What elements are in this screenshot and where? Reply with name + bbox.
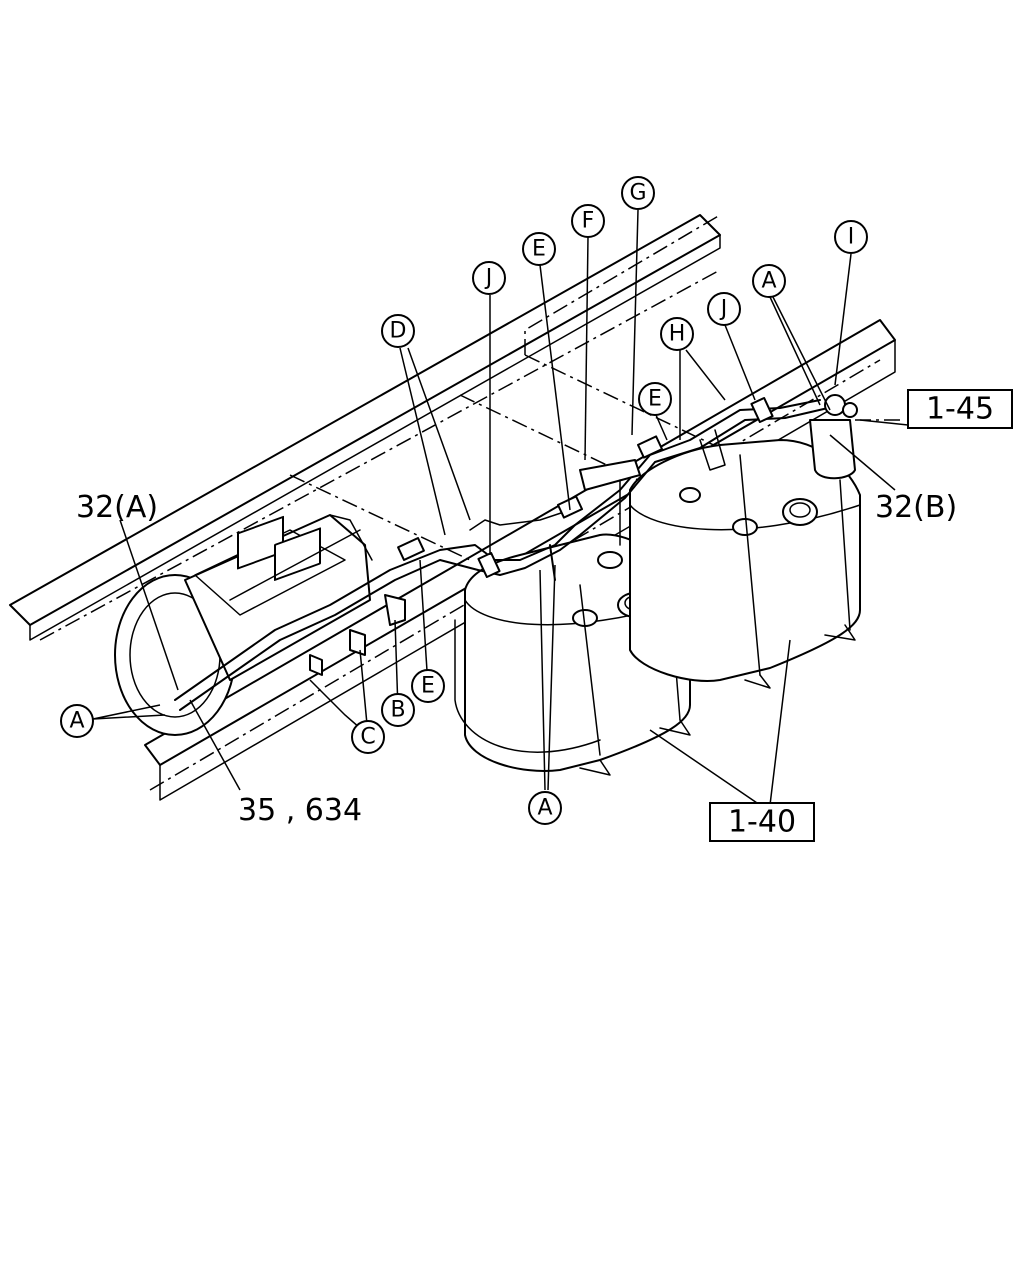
box-1-45: 1-45 (907, 389, 1013, 429)
callout-e-mid: E (522, 232, 556, 266)
exhaust-muffler (809, 419, 905, 480)
callout-a-top-right-label: A (761, 269, 776, 294)
callout-f-label: F (582, 209, 595, 234)
callout-b-label: B (390, 698, 405, 723)
callout-g: G (621, 176, 655, 210)
callout-i: I (834, 220, 868, 254)
box-1-40: 1-40 (709, 802, 815, 842)
box-1-40-label: 1-40 (728, 805, 796, 840)
ref-35-634: 35 , 634 (238, 793, 362, 828)
callout-f: F (571, 204, 605, 238)
callout-e-right-label: E (648, 387, 662, 412)
callout-j-right-label: J (719, 297, 728, 322)
callout-a-bottom: A (528, 791, 562, 825)
callout-d-label: D (390, 319, 407, 344)
transmission (114, 514, 373, 736)
callout-c: C (351, 720, 385, 754)
callout-h-label: H (669, 322, 686, 347)
callout-j-right: J (707, 292, 741, 326)
callout-a-left-label: A (69, 709, 84, 734)
callout-i-label: I (848, 225, 855, 250)
callout-h: H (660, 317, 694, 351)
rear-fuel-tank (629, 439, 861, 689)
callout-e-lower-label: E (421, 674, 435, 699)
callout-a-top-right: A (752, 264, 786, 298)
callout-a-left: A (60, 704, 94, 738)
callout-a-bottom-label: A (537, 796, 552, 821)
callout-j-center-label: J (484, 266, 493, 291)
leader-lines (92, 209, 909, 806)
ref-32b: 32(B) (875, 490, 957, 525)
box-1-45-label: 1-45 (926, 392, 994, 427)
callout-e-mid-label: E (532, 237, 546, 262)
callout-g-label: G (629, 181, 646, 206)
callout-e-right: E (638, 382, 672, 416)
callout-e-lower: E (411, 669, 445, 703)
fuel-lines (174, 394, 858, 711)
callout-d: D (381, 314, 415, 348)
ref-32a: 32(A) (76, 490, 158, 525)
callout-b: B (381, 693, 415, 727)
callout-j-center: J (472, 261, 506, 295)
callout-c-label: C (360, 725, 375, 750)
